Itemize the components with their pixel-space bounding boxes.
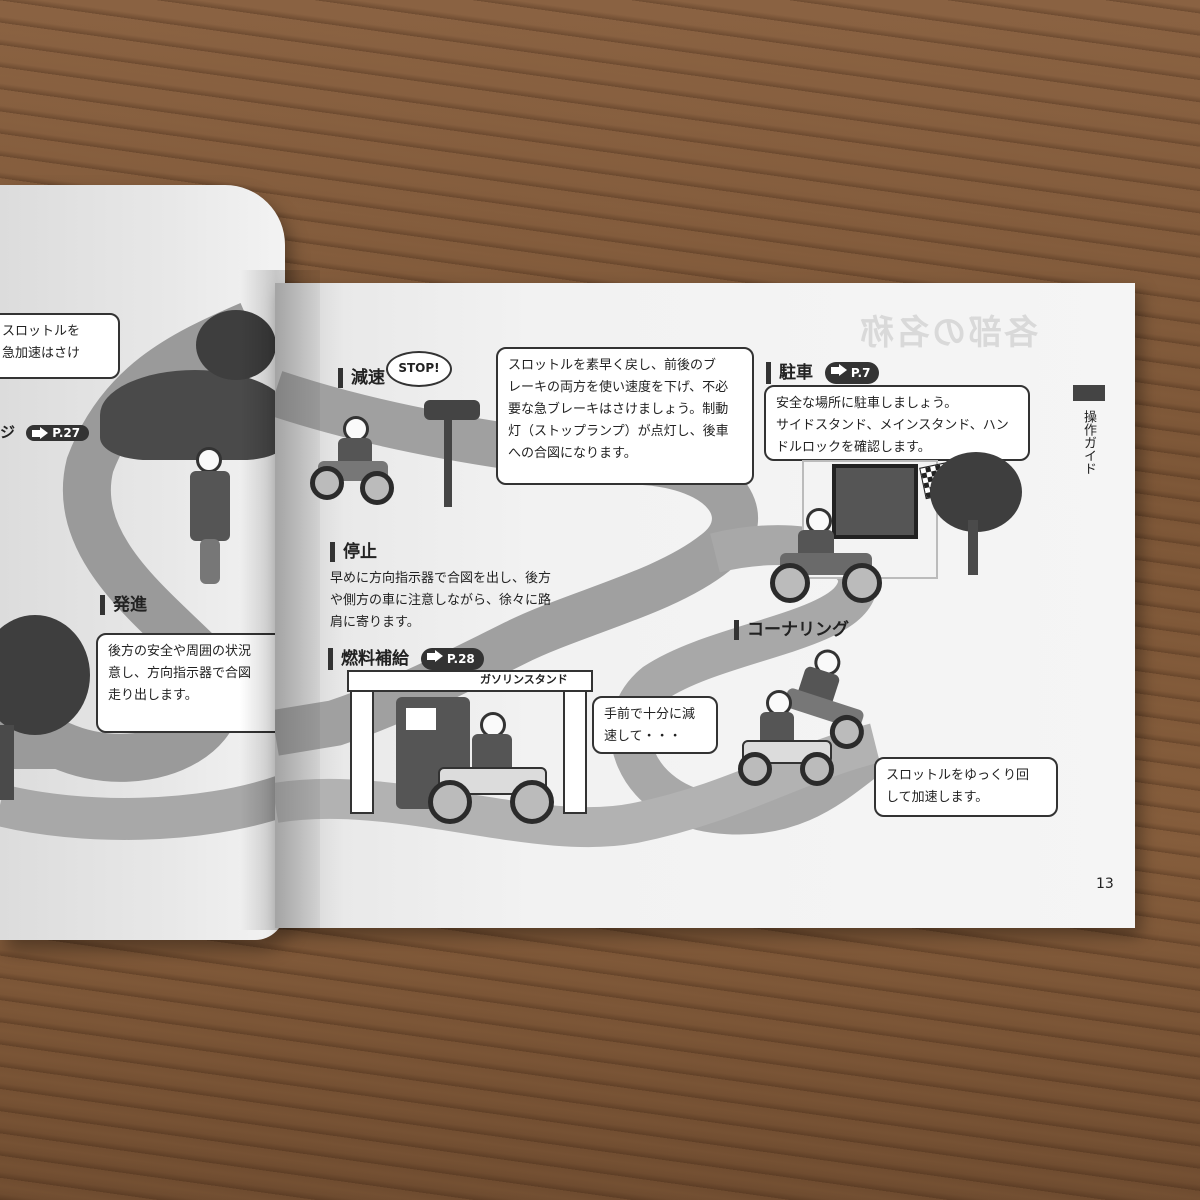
stop-line2: や側方の車に注意しながら、徐々に路 (330, 593, 552, 608)
gas-station-post-right (563, 690, 587, 814)
stop-sign: STOP! (386, 351, 452, 387)
left-page: スロットルを 急加速はさけ ジ P.27 発進 後方の安全や周囲の状況 意し、方… (0, 185, 285, 940)
heading-start: 発進 (100, 595, 147, 615)
gas-station-label: ガソリンスタンド (480, 673, 568, 686)
left-top-tree (196, 310, 276, 380)
decelerate-line4: 灯（ストップランプ）が点灯し、後車 (508, 424, 729, 439)
left-bubble-throttle: スロットルを 急加速はさけ (0, 313, 120, 379)
front-wheel (510, 780, 554, 824)
left-hill (100, 370, 285, 460)
left-bubble-throttle-line2: 急加速はさけ (2, 346, 81, 361)
traffic-signal-head (424, 400, 480, 420)
book-gutter (240, 270, 320, 930)
heading-stop: 停止 (330, 542, 377, 562)
decelerate-line1: スロットルを素早く戻し、前後のブ (508, 358, 717, 373)
rider-helmet (196, 447, 222, 473)
stop-line1: 早めに方向指示器で合図を出し、後方 (330, 571, 552, 586)
fuel-pump-screen (406, 708, 436, 730)
stop-text: 早めに方向指示器で合図を出し、後方 や側方の車に注意しながら、徐々に路 肩に寄り… (330, 568, 590, 634)
parking-line1: 安全な場所に駐車しましょう。 (776, 396, 958, 411)
left-bubble-start: 後方の安全や周囲の状況 意し、方向指示器で合図 走り出します。 (96, 633, 285, 733)
cornering-slow-bubble: 手前で十分に減 速して・・・ (592, 696, 718, 754)
bleed-through-title: 各部の名称 (858, 313, 1038, 353)
side-section-label: 操作ガイド (1081, 410, 1096, 475)
left-bubble-start-line3: 走り出します。 (108, 688, 198, 703)
left-bubble-throttle-line1: スロットルを (2, 324, 81, 339)
left-big-tree (0, 615, 90, 735)
left-ref-prefix: ジ (0, 423, 16, 441)
side-tab-marker (1073, 385, 1105, 401)
heading-decelerate: 減速 (338, 368, 385, 388)
cornering-accel-line2: して加速します。 (886, 790, 989, 805)
front-wheel (842, 563, 882, 603)
parking-bubble: 安全な場所に駐車しましょう。 サイドスタンド、メインスタンド、ハン ドルロックを… (764, 385, 1030, 461)
decelerate-bubble: スロットルを素早く戻し、前後のブ レーキの両方を使い速度を下げ、不必 要な急ブレ… (496, 347, 754, 485)
heading-parking: 駐車 P.7 (766, 362, 880, 384)
page-number: 13 (1096, 876, 1114, 892)
stop-line3: 肩に寄ります。 (330, 615, 420, 630)
rear-wheel (310, 466, 344, 500)
parking-line3: ドルロックを確認します。 (776, 440, 931, 455)
traffic-signal-pole (444, 404, 452, 507)
rear-wheel (428, 780, 472, 824)
decelerate-line2: レーキの両方を使い速度を下げ、不必 (508, 380, 729, 395)
left-bubble-start-line1: 後方の安全や周囲の状況 (108, 644, 252, 659)
left-bubble-start-line2: 意し、方向指示器で合図 (108, 666, 252, 681)
decelerate-line3: 要な急ブレーキはさけましょう。制動 (508, 402, 729, 417)
parking-board (832, 464, 918, 539)
cornering-accel-line1: スロットルをゆっくり回 (886, 768, 1030, 783)
rear-wheel (770, 563, 810, 603)
parking-page-ref-badge: P.7 (824, 362, 880, 384)
heading-refuel: 燃料補給 P.28 (328, 648, 484, 670)
bike-body (200, 539, 220, 584)
cornering-slow-line1: 手前で十分に減 (604, 707, 696, 722)
heading-refuel-label: 燃料補給 (341, 649, 409, 669)
parking-tree (930, 452, 1022, 532)
parking-tree-trunk (968, 520, 978, 575)
cornering-slow-line2: 速して・・・ (604, 729, 682, 744)
rider-helmet (806, 508, 832, 534)
parking-line2: サイドスタンド、メインスタンド、ハン (776, 418, 1009, 433)
gas-station-roof (347, 670, 593, 692)
cornering-accel-bubble: スロットルをゆっくり回 して加速します。 (874, 757, 1058, 817)
front-wheel (360, 471, 394, 505)
heading-parking-label: 駐車 (779, 363, 813, 383)
rider-body (190, 471, 230, 541)
left-page-ref-badge: P.27 (26, 424, 90, 441)
left-ref-row: ジ P.27 (0, 421, 90, 442)
left-tree-trunk (0, 725, 14, 800)
heading-cornering: コーナリング (734, 620, 849, 640)
rear-wheel (738, 752, 772, 786)
front-wheel (800, 752, 834, 786)
refuel-page-ref-badge: P.28 (420, 648, 484, 670)
decelerate-line5: への合図になります。 (508, 446, 637, 461)
gas-station-post-left (350, 690, 374, 814)
